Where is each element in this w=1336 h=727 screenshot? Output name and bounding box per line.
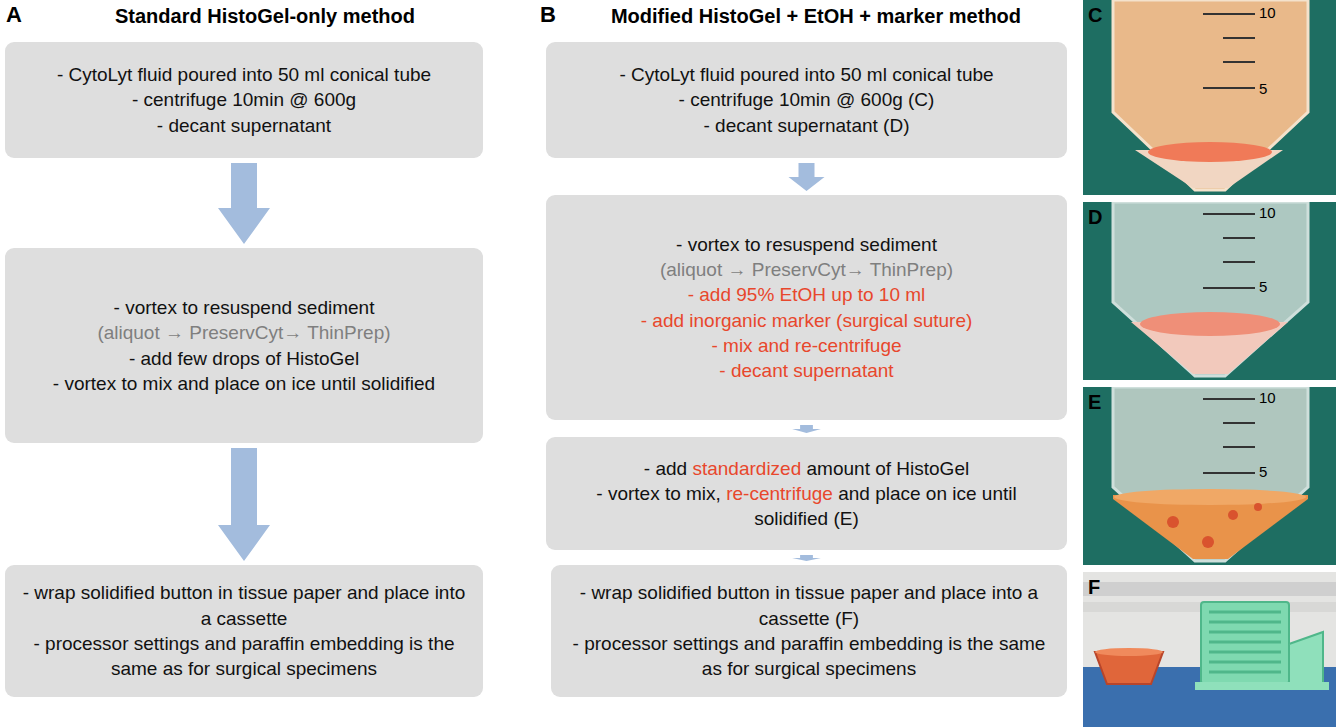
step-text: - decant supernatant	[157, 115, 331, 136]
step-line: - add few drops of HistoGel	[129, 346, 359, 371]
tube-photo	[1083, 387, 1336, 565]
step-text: - wrap solidified button in tissue paper…	[23, 582, 466, 628]
step-line: - processor settings and paraffin embedd…	[19, 631, 469, 682]
step-line: - CytoLyt fluid poured into 50 ml conica…	[619, 62, 993, 87]
process-box: - CytoLyt fluid poured into 50 ml conica…	[546, 42, 1067, 158]
step-line: - add 95% EtOH up to 10 ml	[688, 282, 926, 307]
cassette-photo	[1083, 572, 1336, 727]
step-line: - vortex to mix,re-centrifugeand place o…	[560, 481, 1053, 532]
step-text: - vortex to resuspend sediment	[676, 234, 937, 255]
step-text: amount of HistoGel	[807, 458, 970, 479]
panel-title: Modified HistoGel + EtOH + marker method	[566, 5, 1066, 28]
step-line: - decant supernatant (D)	[704, 113, 910, 138]
step-line: (aliquot → PreservCyt→ ThinPrep)	[660, 257, 953, 282]
flow-arrow	[792, 555, 821, 561]
panel-letter: E	[1088, 391, 1118, 414]
process-box: - vortex to resuspend sediment (aliquot →…	[5, 248, 483, 443]
step-text: - processor settings and paraffin embedd…	[573, 633, 1046, 679]
tube-mark: 10	[1259, 204, 1289, 221]
tube-mark: 5	[1259, 463, 1289, 480]
step-line: - CytoLyt fluid poured into 50 ml conica…	[57, 62, 431, 87]
step-text: - add 95% EtOH up to 10 ml	[688, 284, 926, 305]
step-text: - vortex to mix and place on ice until s…	[53, 373, 435, 394]
panel-letter: B	[540, 2, 570, 28]
process-box: - CytoLyt fluid poured into 50 ml conica…	[5, 42, 483, 158]
step-text: (aliquot → PreservCyt→ ThinPrep)	[97, 322, 390, 343]
step-text: - add	[644, 458, 687, 479]
step-text: re-centrifuge	[726, 483, 833, 504]
step-line: - vortex to mix and place on ice until s…	[53, 371, 435, 396]
step-line: - addstandardized amount of HistoGel	[644, 456, 969, 481]
step-line: - decant supernatant	[719, 358, 893, 383]
flow-arrow	[218, 163, 270, 244]
step-text: - centrifuge 10min @ 600g	[132, 89, 356, 110]
step-line: - vortex to resuspend sediment	[676, 232, 937, 257]
panel-letter: F	[1088, 576, 1118, 599]
flow-arrow	[218, 448, 270, 561]
step-text: - add inorganic marker (surgical suture)	[641, 310, 973, 331]
step-text: - mix and re-centrifuge	[711, 335, 901, 356]
step-text: - add few drops of HistoGel	[129, 348, 359, 369]
step-line: - centrifuge 10min @ 600g (C)	[679, 87, 935, 112]
step-line: - mix and re-centrifuge	[711, 333, 901, 358]
tube-photo	[1083, 0, 1336, 195]
step-line: - decant supernatant	[157, 113, 331, 138]
step-text: - CytoLyt fluid poured into 50 ml conica…	[57, 64, 431, 85]
step-text: - CytoLyt fluid poured into 50 ml conica…	[619, 64, 993, 85]
step-text: - processor settings and paraffin embedd…	[33, 633, 454, 679]
step-text: - decant supernatant (D)	[704, 115, 910, 136]
process-box: - addstandardizedamount of HistoGel- vor…	[546, 437, 1067, 550]
step-line: - centrifuge 10min @ 600g	[132, 87, 356, 112]
step-text: - vortex to resuspend sediment	[114, 297, 375, 318]
step-line: (aliquot → PreservCyt→ ThinPrep)	[97, 320, 390, 345]
panel-title: Standard HistoGel-only method	[40, 5, 490, 28]
step-text: - centrifuge 10min @ 600g (C)	[679, 89, 935, 110]
step-text: - vortex to mix,	[596, 483, 721, 504]
step-line: - processor settings and paraffin embedd…	[565, 631, 1053, 682]
tube-photo	[1083, 202, 1336, 380]
tube-mark: 10	[1259, 4, 1289, 21]
tube-mark: 5	[1259, 80, 1289, 97]
panel-letter: A	[6, 2, 36, 28]
step-text: - wrap solidified button in tissue paper…	[580, 582, 1038, 628]
step-text: (aliquot → PreservCyt→ ThinPrep)	[660, 259, 953, 280]
process-box: - vortex to resuspend sediment (aliquot →…	[546, 195, 1067, 420]
step-line: - vortex to resuspend sediment	[114, 295, 375, 320]
step-line: - wrap solidified button in tissue paper…	[19, 580, 469, 631]
step-line: - add inorganic marker (surgical suture)	[641, 308, 973, 333]
panel-letter: C	[1088, 4, 1118, 27]
panel-letter: D	[1088, 206, 1118, 229]
flow-arrow	[789, 163, 825, 191]
step-line: - wrap solidified button in tissue paper…	[565, 580, 1053, 631]
process-box: - wrap solidified button in tissue paper…	[5, 565, 483, 697]
process-box: - wrap solidified button in tissue paper…	[551, 565, 1067, 697]
step-text: standardized	[692, 458, 801, 479]
flow-arrow	[792, 425, 821, 433]
step-text: - decant supernatant	[719, 360, 893, 381]
tube-mark: 5	[1259, 278, 1289, 295]
tube-mark: 10	[1259, 389, 1289, 406]
